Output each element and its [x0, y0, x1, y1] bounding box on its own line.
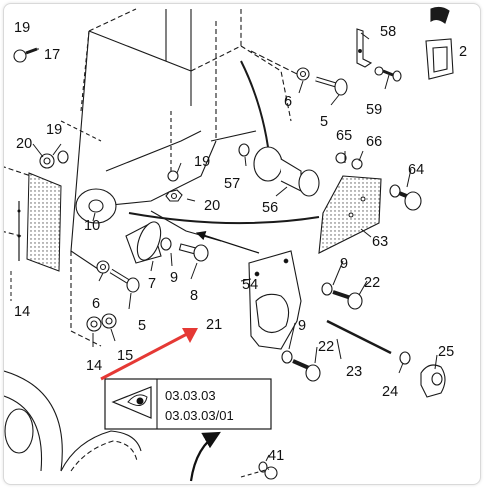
direction-arrow: [195, 231, 260, 254]
clamp-24-25: [399, 351, 446, 398]
bracket-58: [356, 28, 373, 68]
callout-7: 7: [148, 276, 156, 292]
callout-65: 65: [336, 128, 352, 144]
callout-17: 17: [44, 47, 60, 63]
callout-21: 21: [206, 317, 222, 333]
callout-22: 22: [364, 275, 380, 291]
parts-41: [240, 461, 278, 480]
callout-14: 14: [86, 358, 102, 374]
callout-9: 9: [298, 318, 306, 334]
latch-2: [425, 6, 454, 80]
bolt-6-5-upper: [296, 66, 402, 96]
callout-59: 59: [366, 102, 382, 118]
callout-64: 64: [408, 162, 424, 178]
eye-icon: [111, 386, 152, 419]
washers-14-15: [86, 313, 117, 332]
callout-9: 9: [340, 256, 348, 272]
bolt-9-22-upper: [321, 282, 363, 310]
side-panel: [10, 172, 62, 301]
callout-41: 41: [268, 448, 284, 464]
leader-lines: [32, 32, 438, 462]
callout-6: 6: [284, 94, 292, 110]
reference-line-1: 03.03.03: [165, 388, 216, 403]
reference-line-2: 03.03.03/01: [165, 408, 234, 423]
callout-6: 6: [92, 296, 100, 312]
callout-56: 56: [262, 200, 278, 216]
callout-23: 23: [346, 364, 362, 380]
bracket-plate-21-54: [248, 250, 302, 350]
highlight-arrow: [100, 328, 198, 381]
callout-22: 22: [318, 339, 334, 355]
callout-2: 2: [459, 44, 467, 60]
knob-56: [238, 60, 320, 197]
nut-19-20-left: [39, 150, 69, 169]
reference-box[interactable]: 03.03.03 03.03.03/01: [104, 378, 272, 430]
callout-20: 20: [16, 136, 32, 152]
callout-19: 19: [14, 20, 30, 36]
bolt-6-5-lower: [96, 260, 140, 293]
callout-19: 19: [194, 154, 210, 170]
pivot-assembly: [75, 188, 162, 264]
callout-54: 54: [242, 277, 258, 293]
drum: [4, 370, 142, 472]
callout-58: 58: [380, 24, 396, 40]
callout-10: 10: [84, 218, 100, 234]
screw-17: [13, 47, 38, 63]
callout-20: 20: [204, 198, 220, 214]
nut-19-20-centre: [165, 111, 183, 202]
washers-65-66: [335, 152, 363, 170]
exploded-parts-diagram: 03.03.03 03.03.03/01 1917582655920196566…: [4, 6, 467, 482]
callout-15: 15: [117, 348, 133, 364]
callout-24: 24: [382, 384, 398, 400]
callout-9: 9: [170, 270, 178, 286]
callout-14: 14: [14, 304, 30, 320]
callout-63: 63: [372, 234, 388, 250]
bolt-9-22-lower: [281, 350, 321, 382]
bolt-64: [389, 184, 422, 211]
callout-57: 57: [224, 176, 240, 192]
bolt-row-9-8: [160, 237, 209, 262]
rod-curve: [128, 212, 320, 225]
callout-5: 5: [138, 318, 146, 334]
reference-arrow: [189, 431, 221, 482]
callout-19: 19: [46, 122, 62, 138]
callout-5: 5: [320, 114, 328, 130]
callout-66: 66: [366, 134, 382, 150]
machine-frame: [4, 8, 302, 347]
plate-63: [318, 175, 382, 254]
rod-23: [326, 319, 392, 355]
callout-25: 25: [438, 344, 454, 360]
callout-8: 8: [190, 288, 198, 304]
